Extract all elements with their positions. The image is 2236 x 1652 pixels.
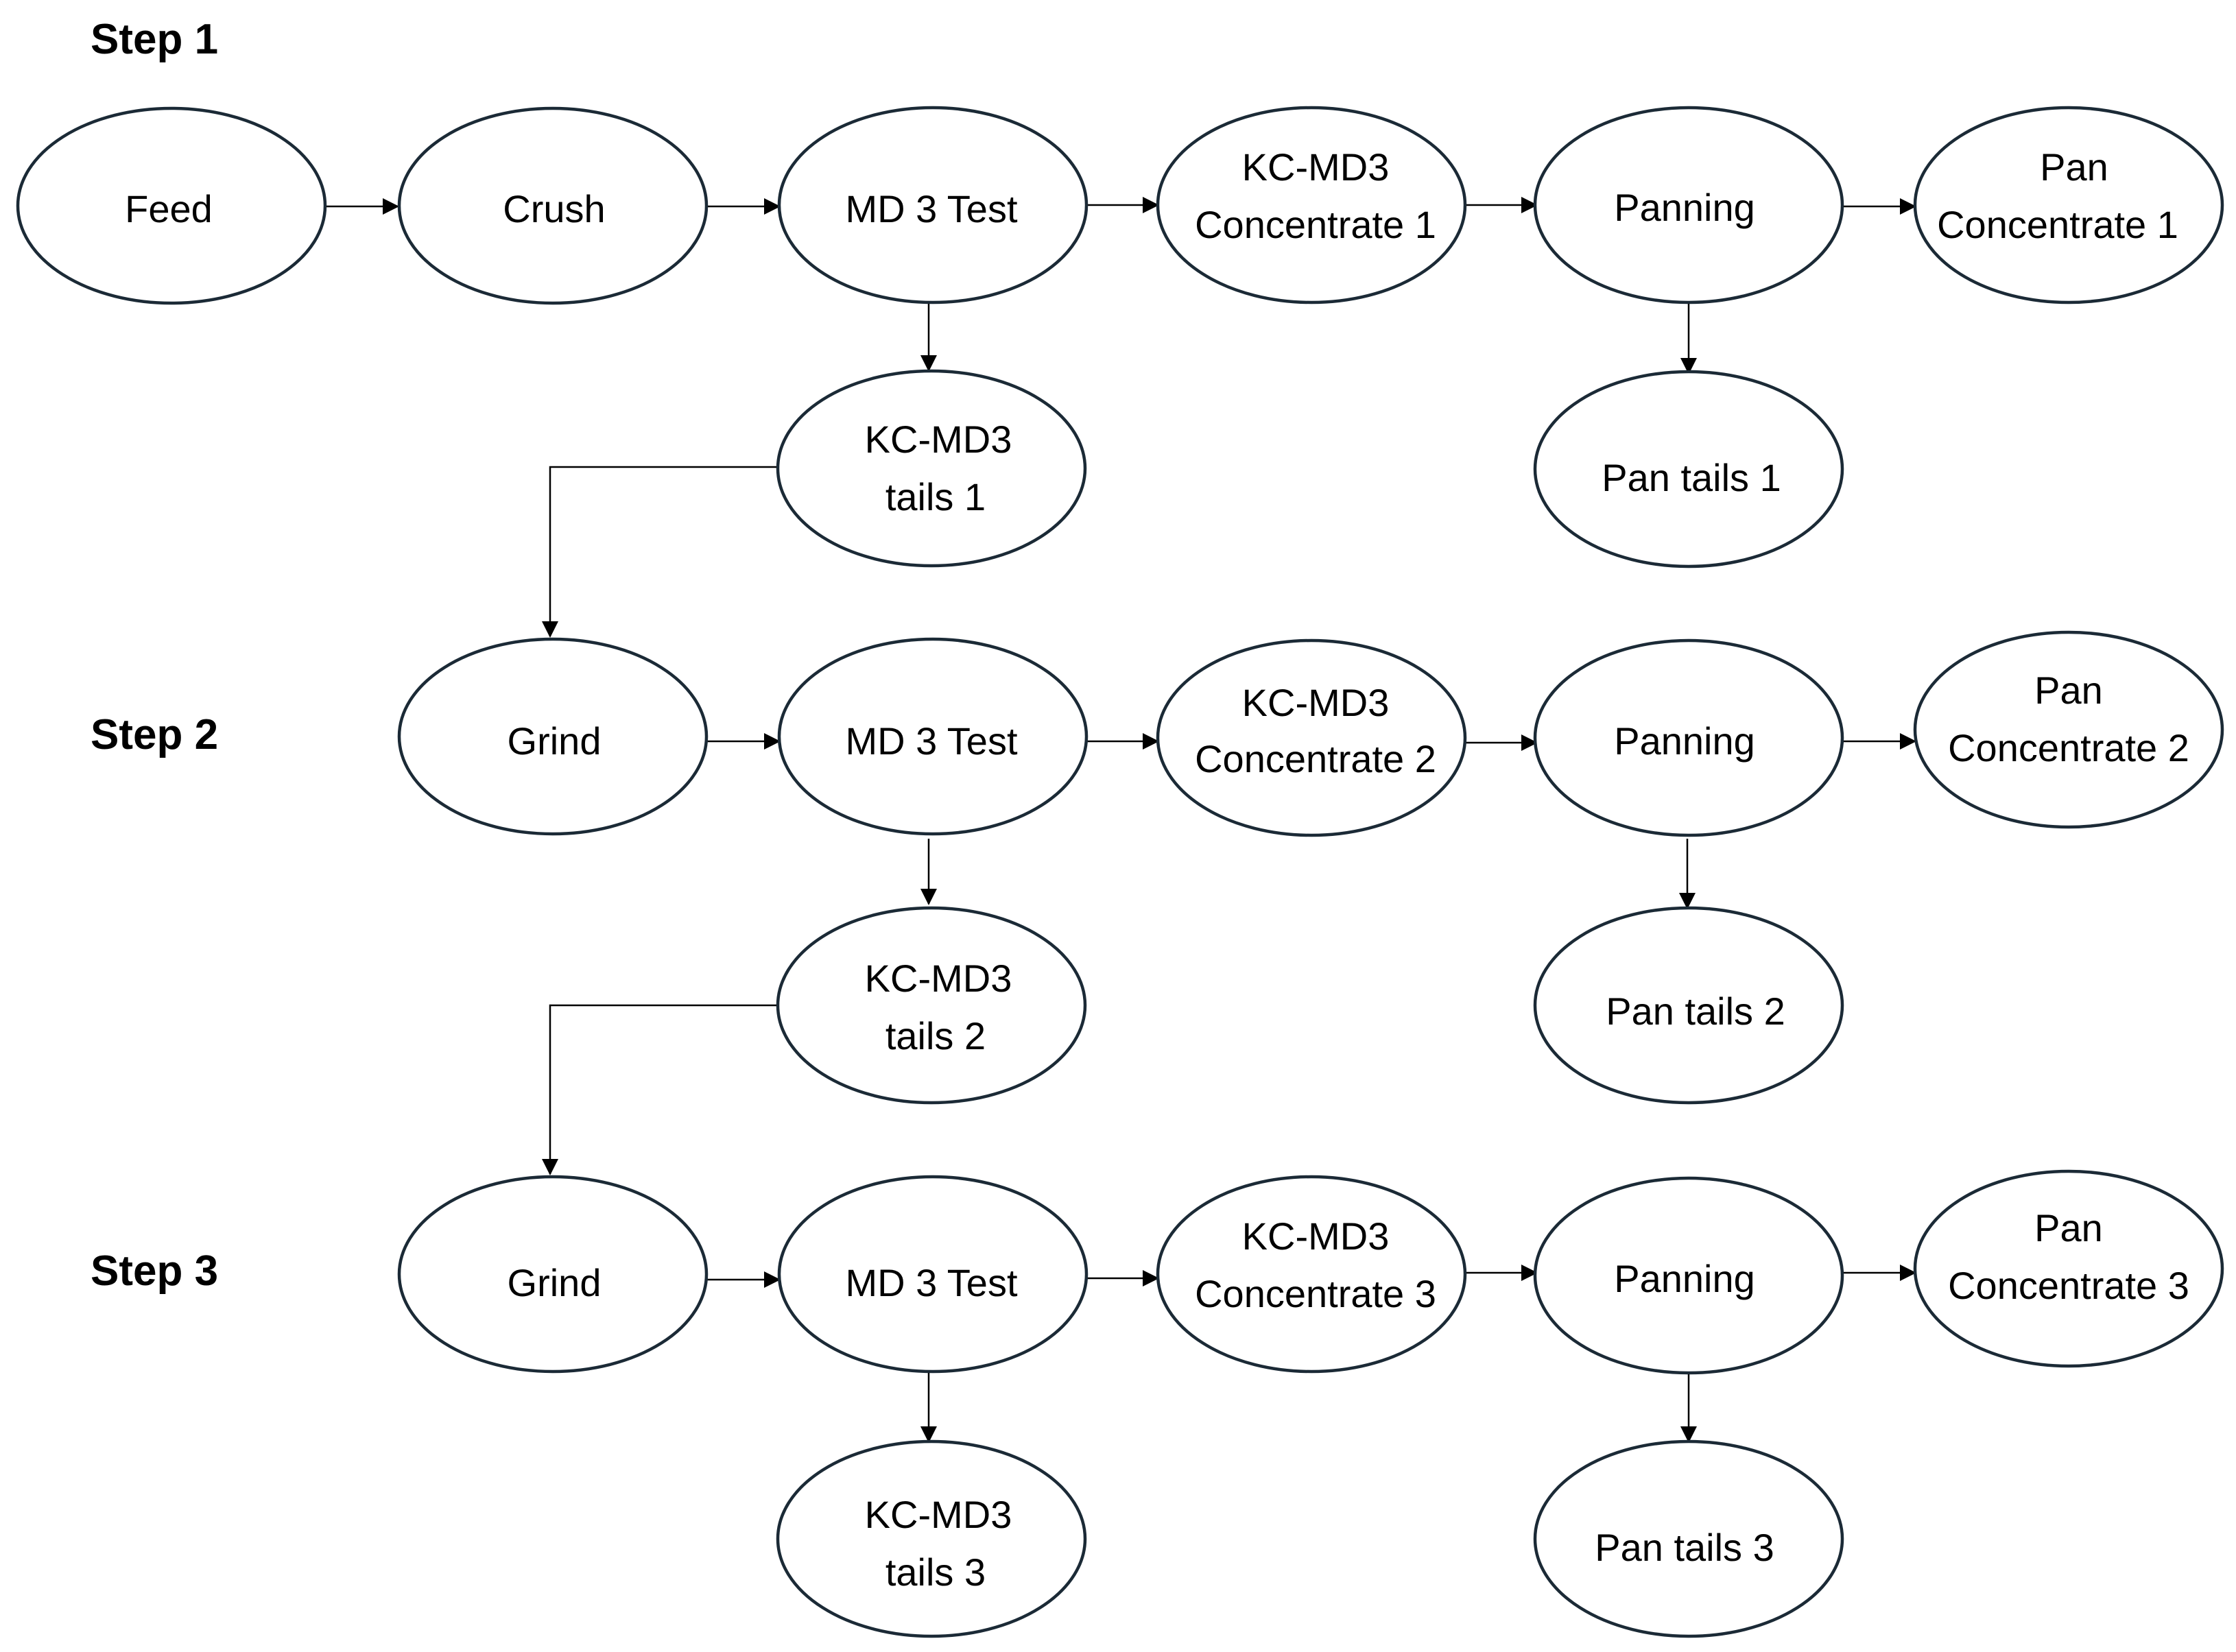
node-kc-md3-tails-2: KC-MD3 tails 2 xyxy=(776,906,1087,1105)
node-pan-tails-1-label: Pan tails 1 xyxy=(1602,456,1781,499)
node-grind-3-label: Grind xyxy=(508,1261,602,1304)
node-grind-2-label: Grind xyxy=(508,719,602,763)
edge-kc-tails-1-grind-2 xyxy=(542,466,778,638)
node-panning-1: Panning xyxy=(1533,106,1844,304)
node-kc-md3-concentrate-2-line2: Concentrate 2 xyxy=(1195,737,1436,780)
node-feed-label: Feed xyxy=(125,187,213,230)
step-3-label: Step 3 xyxy=(91,1247,218,1295)
node-kc-md3-tails-1-line1: KC-MD3 xyxy=(865,418,1012,461)
node-kc-md3-tails-2-line1: KC-MD3 xyxy=(865,957,1012,1000)
node-md3-test-3: MD 3 Test xyxy=(777,1175,1089,1374)
edges-layer xyxy=(325,197,1916,1443)
step-1-label: Step 1 xyxy=(91,16,218,63)
edge-kc-tails-2-grind-3 xyxy=(542,1004,778,1175)
node-panning-2-label: Panning xyxy=(1614,719,1755,763)
node-pan-concentrate-1-line1: Pan xyxy=(2040,145,2108,189)
node-pan-concentrate-1-line2: Concentrate 1 xyxy=(1937,203,2178,246)
node-pan-concentrate-3-line1: Pan xyxy=(2034,1206,2103,1249)
node-panning-2: Panning xyxy=(1533,638,1844,837)
node-pan-concentrate-3: Pan Concentrate 3 xyxy=(1913,1169,2224,1368)
node-pan-concentrate-2-line2: Concentrate 2 xyxy=(1948,726,2189,769)
step-2-label: Step 2 xyxy=(91,711,218,758)
node-md3-test-3-label: MD 3 Test xyxy=(845,1261,1017,1304)
node-kc-md3-concentrate-2-line1: KC-MD3 xyxy=(1242,681,1390,724)
node-kc-md3-concentrate-2: KC-MD3 Concentrate 2 xyxy=(1156,638,1467,837)
node-kc-md3-tails-3-line2: tails 3 xyxy=(885,1551,986,1594)
node-kc-md3-concentrate-1-line2: Concentrate 1 xyxy=(1195,203,1436,246)
node-kc-md3-tails-1-line2: tails 1 xyxy=(885,475,986,518)
node-md3-test-1: MD 3 Test xyxy=(777,106,1089,304)
node-pan-tails-3: Pan tails 3 xyxy=(1533,1439,1844,1638)
node-kc-md3-concentrate-3: KC-MD3 Concentrate 3 xyxy=(1156,1175,1467,1374)
node-kc-md3-concentrate-1-line1: KC-MD3 xyxy=(1242,145,1390,189)
node-pan-tails-3-label: Pan tails 3 xyxy=(1595,1526,1774,1569)
node-pan-tails-1: Pan tails 1 xyxy=(1533,370,1844,568)
node-pan-concentrate-2: Pan Concentrate 2 xyxy=(1913,630,2224,829)
node-grind-2: Grind xyxy=(397,637,709,836)
nodes-layer: Feed Crush MD 3 Test KC-MD3 Concentrate … xyxy=(16,106,2224,1638)
node-kc-md3-concentrate-1: KC-MD3 Concentrate 1 xyxy=(1156,106,1467,304)
node-kc-md3-concentrate-3-line2: Concentrate 3 xyxy=(1195,1272,1436,1315)
node-md3-test-2-label: MD 3 Test xyxy=(845,719,1017,763)
node-md3-test-2: MD 3 Test xyxy=(777,637,1089,836)
node-kc-md3-concentrate-3-line1: KC-MD3 xyxy=(1242,1214,1390,1258)
node-kc-md3-tails-3-line1: KC-MD3 xyxy=(865,1493,1012,1536)
node-md3-test-1-label: MD 3 Test xyxy=(845,187,1017,230)
node-pan-tails-2: Pan tails 2 xyxy=(1533,906,1844,1105)
node-panning-1-label: Panning xyxy=(1614,186,1755,229)
node-pan-tails-2-label: Pan tails 2 xyxy=(1606,990,1785,1033)
node-pan-concentrate-2-line1: Pan xyxy=(2034,669,2103,712)
node-kc-md3-tails-3: KC-MD3 tails 3 xyxy=(776,1439,1087,1638)
node-grind-3: Grind xyxy=(397,1175,709,1374)
node-pan-concentrate-3-line2: Concentrate 3 xyxy=(1948,1264,2189,1307)
node-feed: Feed xyxy=(16,106,327,305)
node-panning-3-label: Panning xyxy=(1614,1257,1755,1300)
node-pan-concentrate-1: Pan Concentrate 1 xyxy=(1913,106,2224,304)
node-kc-md3-tails-2-line2: tails 2 xyxy=(885,1014,986,1057)
node-crush: Crush xyxy=(397,106,709,305)
node-crush-label: Crush xyxy=(503,187,605,230)
node-panning-3: Panning xyxy=(1533,1176,1844,1375)
node-kc-md3-tails-1: KC-MD3 tails 1 xyxy=(776,369,1087,568)
